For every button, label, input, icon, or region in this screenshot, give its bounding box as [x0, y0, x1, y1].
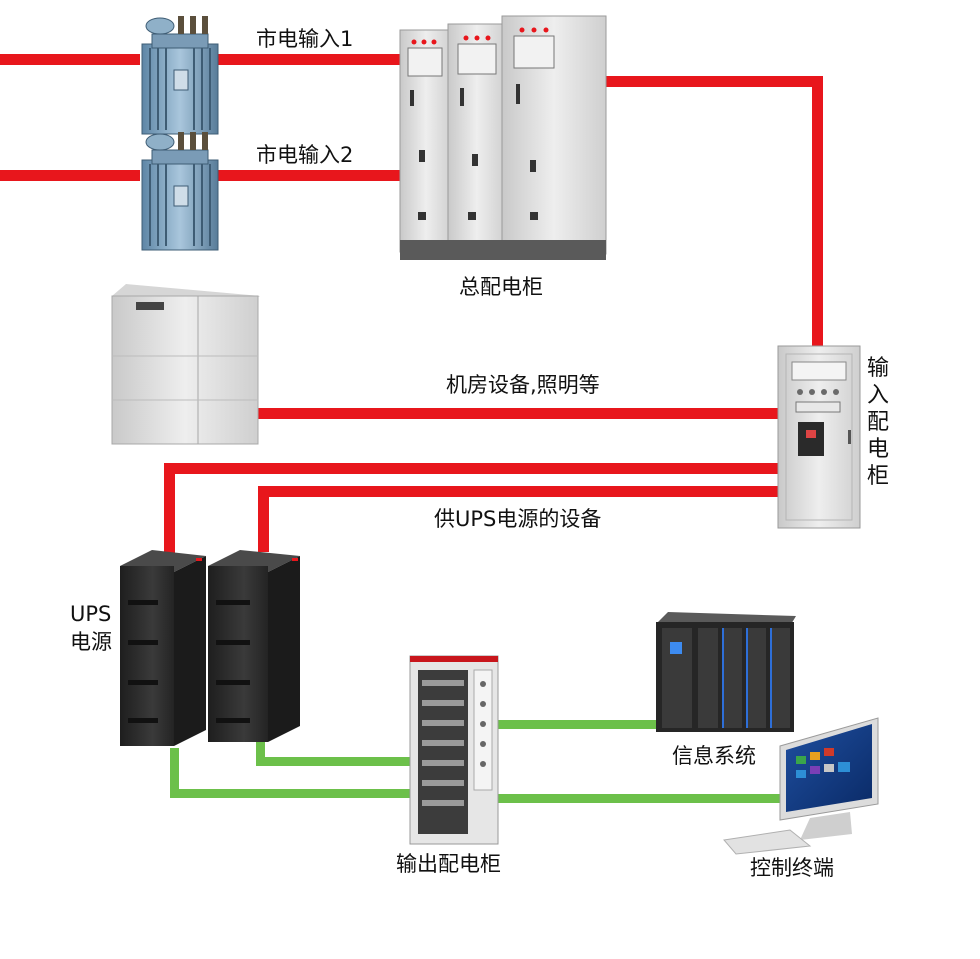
information-system-label: 信息系统: [672, 744, 756, 768]
ups2-out-horizontal: [256, 757, 415, 766]
output-to-terminal: [497, 794, 780, 803]
main-cabinet-label: 总配电柜: [459, 275, 543, 299]
ups-output-lines: [170, 720, 780, 803]
main-to-input-vertical: [812, 76, 823, 346]
distribution-cabinet-icon: [777, 345, 861, 529]
ups2-feed-vertical: [258, 486, 269, 552]
input-cabinet-label: 输入配电柜: [866, 356, 889, 489]
server-rack-icon: [656, 612, 796, 732]
ups-tower-icon: [208, 550, 300, 742]
mains-line-1-right: [218, 54, 404, 65]
room-equipment-line: [258, 408, 780, 419]
mains-input-1-label: 市电输入1: [256, 27, 354, 51]
monitor-icon: [723, 717, 879, 855]
ups-tower-icon: [120, 550, 206, 746]
ups-power-label-line1: UPS: [70, 602, 112, 626]
mains-line-2-left: [0, 170, 140, 181]
output-cabinet-label: 输出配电柜: [396, 852, 501, 876]
power-lines: [0, 54, 823, 553]
main-to-input-horizontal: [605, 76, 823, 87]
ups1-feed-horizontal: [164, 463, 780, 474]
room-equipment-label: 机房设备,照明等: [446, 373, 600, 397]
ups1-out-horizontal: [170, 789, 415, 798]
mains-input-2-label: 市电输入2: [256, 143, 354, 167]
ups1-out-vertical: [170, 748, 179, 798]
switchgear-cabinet-icon: [399, 15, 607, 260]
ups-power-label-line2: 电源: [70, 630, 112, 654]
ups2-out-vertical: [256, 740, 265, 766]
ups-equipment-label: 供UPS电源的设备: [434, 507, 602, 531]
mains-line-2-right: [218, 170, 404, 181]
mains-line-1-left: [0, 54, 140, 65]
ups2-feed-horizontal: [258, 486, 780, 497]
control-terminal-label: 控制终端: [750, 856, 834, 880]
output-to-servers: [497, 720, 657, 729]
output-cabinet-icon: [409, 655, 499, 845]
precision-ac-icon: [111, 284, 260, 445]
transformer-icon: [141, 132, 219, 251]
transformer-icon: [141, 16, 219, 135]
ups1-feed-vertical: [164, 463, 175, 553]
